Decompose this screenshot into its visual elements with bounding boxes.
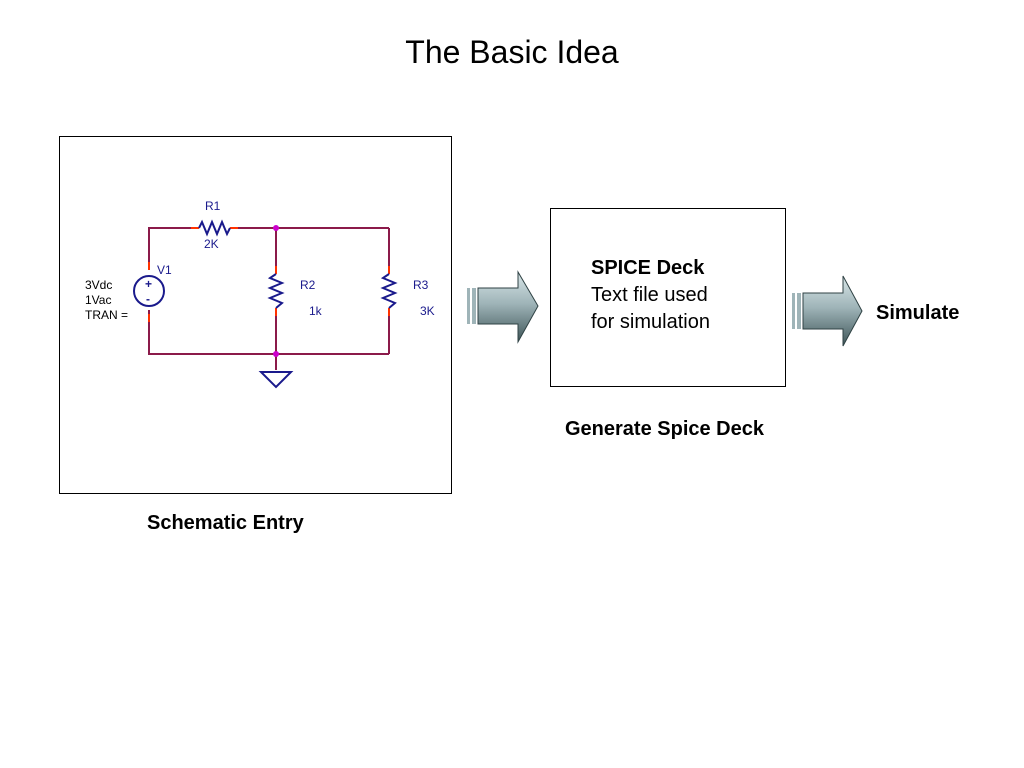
voltage-source-v1-symbol [133,275,165,307]
simulate-caption: Simulate [876,302,960,324]
spice-deck-line-1: Text file used [591,284,708,306]
slide-title: The Basic Idea [405,34,619,70]
arrow-to-deck-icon [467,270,539,344]
r1-name-label: R1 [205,199,221,213]
circuit-wires [148,227,390,370]
schematic-frame [59,136,452,494]
v1-dc-label: 3Vdc [85,278,112,292]
ground-icon [258,371,294,389]
spice-deck-line-2: for simulation [591,311,710,333]
spice-deck-title: SPICE Deck [591,257,705,279]
schematic-entry-caption: Schematic Entry [147,512,304,534]
resistor-r1-symbol [198,219,231,237]
v1-ac-label: 1Vac [85,293,111,307]
spice-deck-text: SPICE Deck Text file used for simulation [591,255,710,336]
v1-name-label: V1 [157,263,172,277]
r3-value-label: 3K [420,304,435,318]
r2-name-label: R2 [300,278,316,292]
v1-minus-sign: - [146,292,150,306]
junction-node-bottom [273,351,279,357]
r2-value-label: 1k [309,304,323,318]
r1-value-label: 2K [204,237,219,251]
resistor-r3-symbol [380,273,398,309]
resistor-r2-symbol [267,273,285,309]
v1-tran-label: TRAN = [85,308,128,322]
spice-deck-box [550,208,786,387]
pin-stubs [148,227,390,322]
junction-node-top [273,225,279,231]
v1-plus-sign: + [145,277,152,291]
generate-spice-deck-caption: Generate Spice Deck [565,418,764,440]
arrow-to-simulate-icon [792,275,863,347]
r3-name-label: R3 [413,278,429,292]
